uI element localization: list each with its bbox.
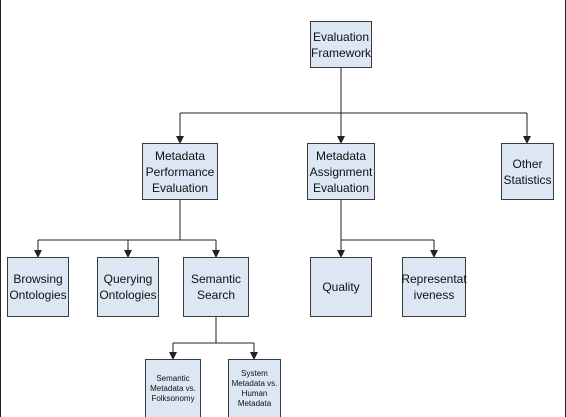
node-semantic-search: Semantic Search bbox=[183, 257, 249, 317]
node-metadata-assignment-evaluation: Metadata Assignment Evaluation bbox=[307, 143, 375, 200]
node-evaluation-framework: Evaluation Framework bbox=[310, 21, 372, 68]
node-querying-ontologies: Querying Ontologies bbox=[97, 257, 159, 317]
node-browsing-ontologies: Browsing Ontologies bbox=[7, 257, 69, 317]
node-semantic-metadata-vs-folksonomy: Semantic Metadata vs. Folksonomy bbox=[145, 359, 201, 417]
node-other-statistics: Other Statistics bbox=[501, 143, 554, 200]
node-metadata-performance-evaluation: Metadata Performance Evaluation bbox=[142, 143, 218, 200]
node-representativeness: Representat iveness bbox=[401, 257, 467, 317]
node-quality: Quality bbox=[310, 257, 372, 317]
node-system-metadata-vs-human-metadata: System Metadata vs. Human Metadata bbox=[228, 359, 281, 417]
